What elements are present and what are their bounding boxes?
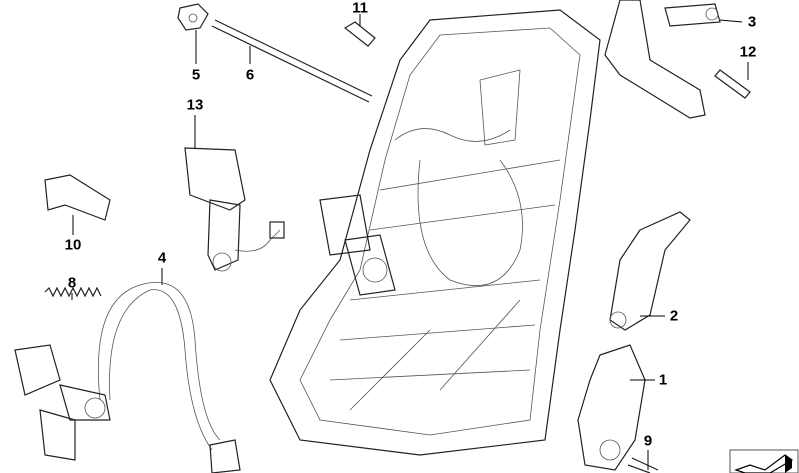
part-1-gear-motor [577, 344, 655, 471]
part-13-motor [184, 115, 285, 272]
callout-9[interactable]: 9 [643, 432, 653, 450]
part-8-spring [44, 286, 102, 300]
recliner-mechanism [319, 194, 396, 296]
part-4-cable-actuator [14, 268, 241, 473]
callout-4[interactable]: 4 [157, 249, 167, 267]
callout-11[interactable]: 11 [352, 0, 368, 17]
callout-10[interactable]: 10 [64, 236, 82, 254]
part-11-bolt [343, 14, 376, 47]
part-9-pin [627, 450, 659, 473]
callout-1[interactable]: 1 [658, 371, 668, 389]
callout-5[interactable]: 5 [191, 66, 201, 84]
part-12-pin [714, 62, 751, 99]
callout-13[interactable]: 13 [186, 96, 204, 114]
seat-back-frame [269, 9, 601, 456]
callout-3[interactable]: 3 [747, 13, 757, 31]
part-10-guide [44, 174, 111, 235]
callout-8[interactable]: 8 [67, 274, 77, 292]
part-2-motor [609, 211, 691, 331]
callout-12[interactable]: 12 [739, 43, 757, 61]
callout-2[interactable]: 2 [669, 307, 679, 325]
callout-6[interactable]: 6 [245, 66, 255, 84]
arrow-box-icon[interactable] [729, 449, 799, 473]
part-5-knob [177, 3, 209, 64]
part-6-rod [211, 19, 373, 103]
part-3-bracket [604, 0, 743, 119]
